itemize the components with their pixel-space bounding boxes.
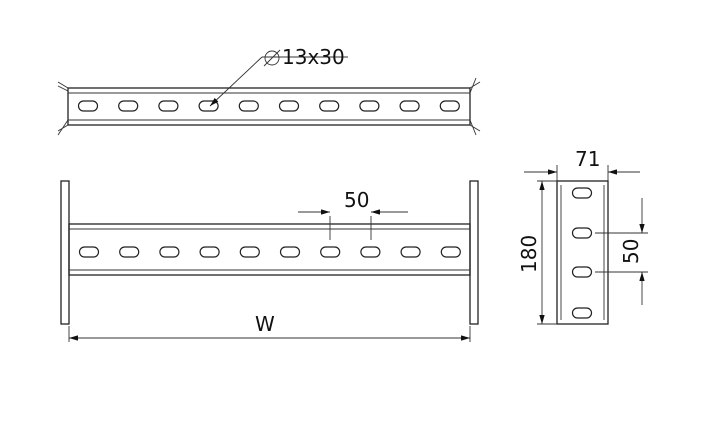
slot-hole: [77, 100, 99, 112]
front-view: 50 W: [60, 180, 479, 342]
top-view-rail-outline: [67, 87, 471, 126]
slot-hole: [320, 246, 341, 258]
slot-hole: [571, 187, 593, 199]
height-label: 180: [517, 235, 541, 273]
right-flange: [469, 77, 481, 136]
slot-hole: [400, 246, 421, 258]
slot-hole: [279, 246, 301, 258]
slot-hole: [198, 100, 219, 112]
side-width-label: 71: [575, 147, 600, 171]
slot-hole: [278, 100, 300, 112]
front-slot-row: [78, 246, 461, 258]
slot-hole: [118, 100, 139, 112]
left-end-plate: [60, 180, 70, 325]
hole-leader: [209, 56, 263, 107]
pitch-front-label: 50: [344, 188, 369, 212]
slot-hole: [159, 246, 180, 258]
left-flange: [57, 81, 69, 136]
slot-hole: [239, 246, 260, 258]
slot-hole: [158, 100, 179, 112]
slot-hole: [571, 307, 593, 319]
hole-size-label: 13x30: [282, 45, 345, 69]
slot-hole: [360, 246, 381, 258]
side-slot-column: [571, 187, 593, 319]
slot-hole: [78, 246, 100, 258]
pitch-side-label: 50: [619, 239, 643, 264]
width-label: W: [255, 312, 275, 336]
slot-hole: [440, 246, 461, 258]
front-view-beam: [68, 223, 471, 276]
slot-hole: [238, 100, 259, 112]
side-view-outline: [556, 180, 609, 325]
top-view: 13x30: [57, 45, 481, 136]
slot-hole: [571, 227, 593, 239]
slot-hole: [319, 100, 340, 112]
top-slot-row: [77, 100, 460, 112]
side-view: 71 180 50: [517, 147, 648, 325]
slot-hole: [119, 246, 140, 258]
slot-hole: [399, 100, 420, 112]
diameter-symbol: [263, 49, 281, 67]
slot-hole: [439, 100, 460, 112]
slot-hole: [199, 246, 220, 258]
slot-hole: [571, 266, 593, 278]
right-end-plate: [469, 180, 479, 325]
slot-hole: [359, 100, 380, 112]
